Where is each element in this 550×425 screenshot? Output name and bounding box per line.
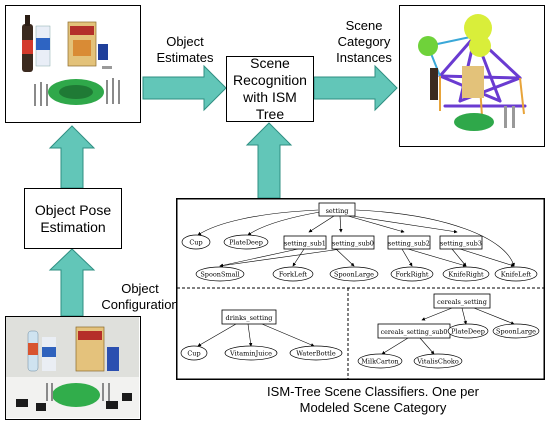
object-configuration-label: Object Configuration: [101, 281, 179, 312]
leaf-kniferight: KnifeRight: [448, 271, 484, 279]
setting-root-node: setting: [326, 207, 349, 215]
scene-instances-image: [399, 5, 545, 147]
scene-recognition-label: Scene Recognition with ISM Tree: [233, 55, 307, 122]
leaf-cup: Cup: [189, 239, 202, 247]
setting-sub0-node: setting_sub0: [332, 240, 374, 248]
object-estimates-label: Object Estimates: [156, 34, 214, 65]
leaf-forkright: ForkRight: [395, 271, 428, 279]
cereals-leaf-platedeep: PlateDeep: [451, 328, 485, 336]
drinks-leaf-waterbottle: WaterBottle: [296, 350, 336, 358]
arrow-from-classifiers: [245, 122, 293, 199]
cereals-leaf-vitalischoko: VitalisChoko: [416, 358, 459, 366]
scene-category-instances-label: Scene Category Instances: [336, 18, 392, 65]
arrow-to-scene-recognition: [142, 64, 227, 112]
drinks-setting-root: drinks_setting: [226, 314, 273, 322]
leaf-forkleft: ForkLeft: [279, 271, 308, 279]
object-configuration-image: [5, 316, 141, 420]
setting-sub3-node: setting_sub3: [440, 240, 482, 248]
scene-recognition-box: Scene Recognition with ISM Tree: [226, 55, 314, 122]
classifiers-panel: setting setting_sub1 setting_sub0 settin…: [176, 198, 545, 380]
setting-sub2-node: setting_sub2: [388, 240, 430, 248]
object-pose-estimation-label: Object Pose Estimation: [34, 201, 112, 235]
object-estimates-image: [5, 5, 141, 123]
leaf-knifeleft: KnifeLeft: [501, 271, 532, 279]
drinks-leaf-vitaminjuice: VitaminJuice: [229, 350, 272, 358]
leaf-spoonlarge: SpoonLarge: [334, 271, 374, 279]
classifiers-caption: ISM-Tree Scene Classifiers. One per Mode…: [267, 384, 479, 415]
cereals-leaf-spoonlarge: SpoonLarge: [496, 328, 536, 336]
cereals-setting-sub0: cereals_setting_sub0: [381, 329, 448, 336]
drinks-leaf-cup: Cup: [187, 350, 200, 358]
leaf-platedeep: PlateDeep: [229, 239, 263, 247]
setting-sub1-node: setting_sub1: [284, 240, 326, 248]
arrow-to-scene-instances: [313, 64, 398, 112]
arrow-to-object-estimates: [48, 125, 96, 189]
cereals-setting-root: cereals_setting: [437, 298, 487, 306]
cereals-leaf-milkcarton: MilkCarton: [361, 358, 398, 366]
object-pose-estimation-box: Object Pose Estimation: [24, 188, 122, 249]
arrow-to-pose-estimation: [48, 248, 96, 317]
leaf-spoonsmall: SpoonSmall: [200, 271, 239, 279]
